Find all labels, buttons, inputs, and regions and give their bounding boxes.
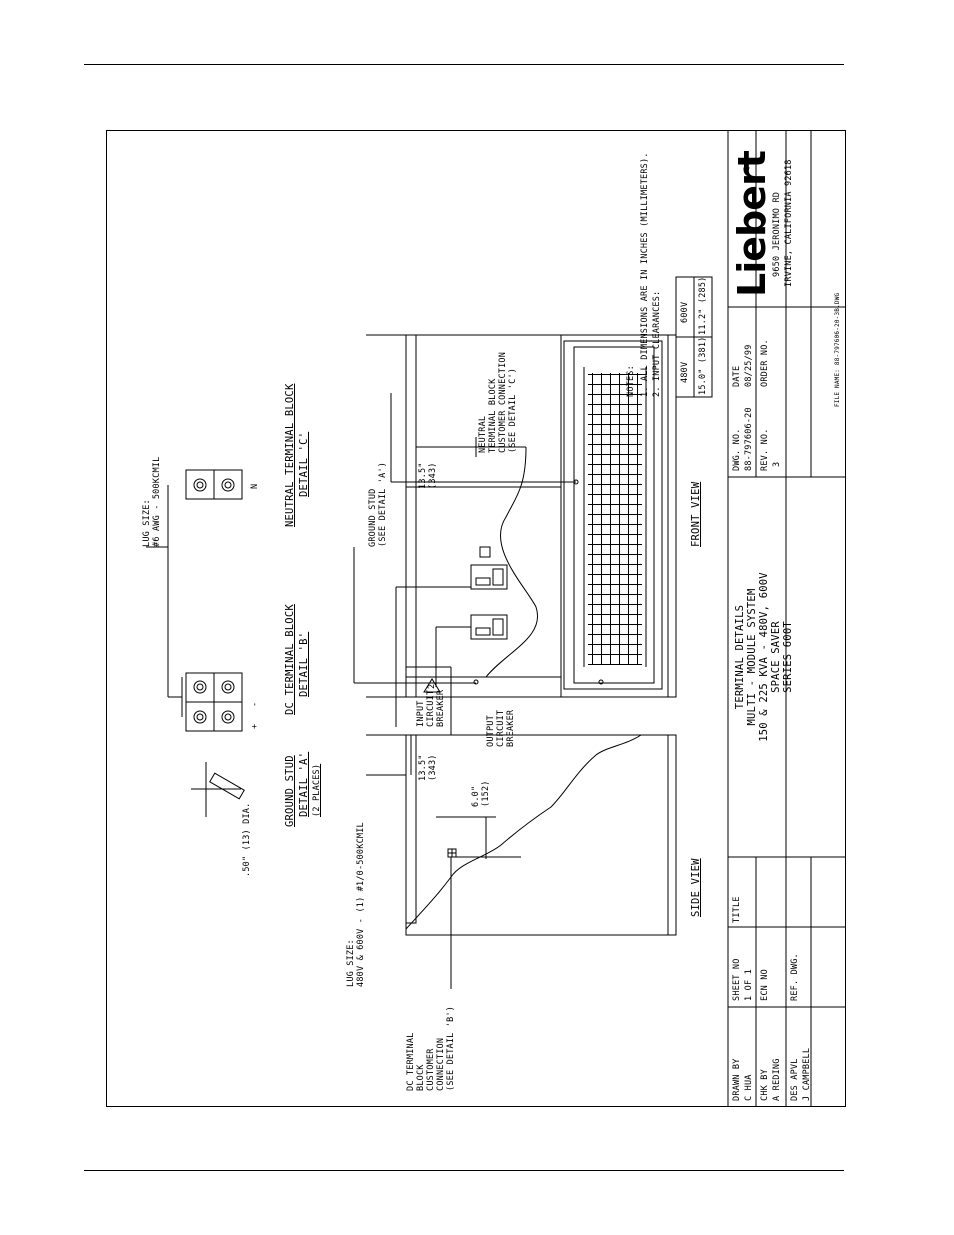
detail-c-sub: DETAIL 'C' xyxy=(298,431,310,497)
drawing-title: TERMINAL DETAILS MULTI - MODULE SYSTEM 1… xyxy=(734,572,794,742)
detail-a-sub: DETAIL 'A' xyxy=(298,751,310,817)
grille-bar xyxy=(588,444,642,445)
stud-dia-label: .50" (13) DIA. xyxy=(242,802,252,877)
grille-bar xyxy=(588,544,642,545)
ref-dwg-label: REF. DWG. xyxy=(790,953,800,1001)
grille-bar xyxy=(588,654,642,655)
address-line-2: IRVINE, CALIFORNIA 92618 xyxy=(784,159,794,287)
grille-bar xyxy=(588,564,642,565)
date-label: DATE xyxy=(732,365,742,387)
dim-13-5-front: 13.5" (343) xyxy=(418,462,438,489)
grille-bar xyxy=(588,404,642,405)
detail-c-title: NEUTRAL TERMINAL BLOCK xyxy=(284,383,296,527)
grille-bar xyxy=(588,474,642,475)
date-value: 08/25/99 xyxy=(744,344,754,387)
drawing-geometry xyxy=(146,130,846,1107)
lug-size-main-callout: LUG SIZE: 480V & 600V - (1) #1/0-500KCMI… xyxy=(346,822,366,987)
grille-bar xyxy=(601,373,602,665)
grille-bar xyxy=(592,373,593,665)
grille-bar xyxy=(588,574,642,575)
grille-bar xyxy=(588,664,642,665)
chk-by-label: CHK BY xyxy=(760,1069,770,1101)
address-line-1: 9650 JERONIMO RD xyxy=(772,191,782,277)
grille-bar xyxy=(588,424,642,425)
dim-6-0: 6.0" (152) xyxy=(471,780,491,807)
ecn-no-label: ECN NO xyxy=(760,969,770,1001)
note-1: 1. ALL DIMENSIONS ARE IN INCHES (MILLIME… xyxy=(640,152,650,397)
input-breaker-callout: INPUT CIRCUIT BREAKER xyxy=(416,689,446,727)
plus-mark: + xyxy=(250,723,260,729)
output-breaker-callout: OUTPUT CIRCUIT BREAKER xyxy=(486,709,516,747)
grille-bar xyxy=(610,373,611,665)
bottom-rule xyxy=(84,1170,844,1171)
detail-b-title: DC TERMINAL BLOCK xyxy=(284,604,296,715)
grille-bar xyxy=(588,644,642,645)
des-apvl-value: J CAMPBELL xyxy=(802,1047,812,1101)
clearance-600v-value: 11.2" (285) xyxy=(698,276,708,336)
grille-bar xyxy=(588,624,642,625)
grille-bar xyxy=(588,534,642,535)
des-apvl-label: DES APVL xyxy=(790,1058,800,1101)
detail-a-places: (2 PLACES) xyxy=(312,763,322,817)
grille-bar xyxy=(588,594,642,595)
neutral-callout: NEUTRAL TERMINAL BLOCK CUSTOMER CONNECTI… xyxy=(478,351,518,453)
grille-bar xyxy=(588,464,642,465)
detail-a-title: GROUND STUD xyxy=(284,755,296,827)
drawn-by-value: C HUA xyxy=(744,1074,754,1101)
dc-block-callout: DC TERMINAL BLOCK CUSTOMER CONNECTION (S… xyxy=(406,1005,456,1091)
grille-bar xyxy=(588,484,642,485)
front-view-label: FRONT VIEW xyxy=(690,481,702,547)
neutral-mark: N xyxy=(250,483,260,489)
rev-no-value: 3 xyxy=(772,461,782,467)
grille-bar xyxy=(588,554,642,555)
grille-bar xyxy=(588,414,642,415)
dwg-no-value: 88-797606-20 xyxy=(744,407,754,471)
file-name: FILE NAME: 88-797606-20-3B.DWG xyxy=(834,292,841,407)
terminal-details-drawing: SIDE VIEW FRONT VIEW DC TERMINAL BLOCK C… xyxy=(106,130,846,1107)
title-label: TITLE xyxy=(732,896,742,923)
delta-note: 2 xyxy=(427,683,437,689)
side-view-label: SIDE VIEW xyxy=(690,858,702,917)
grille-bar xyxy=(588,494,642,495)
grille-bar xyxy=(619,373,620,665)
liebert-logo: Liebert xyxy=(730,151,774,297)
drawn-by-label: DRAWN BY xyxy=(732,1058,742,1101)
clearance-480v-value: 15.0" (381) xyxy=(698,336,708,396)
grille-bar xyxy=(588,584,642,585)
dwg-no-label: DWG. NO. xyxy=(732,428,742,471)
rev-no-label: REV. NO. xyxy=(760,428,770,471)
detail-b-sub: DETAIL 'B' xyxy=(298,631,310,697)
grille-bar xyxy=(628,373,629,665)
grille-bar xyxy=(588,604,642,605)
grille-bar xyxy=(588,504,642,505)
order-no-label: ORDER NO. xyxy=(760,339,770,387)
sheet-no-value: 1 OF 1 xyxy=(744,969,754,1001)
lug-size-detail-callout: LUG SIZE: #6 AWG - 500KCMIL xyxy=(142,456,162,547)
grille-bar xyxy=(588,434,642,435)
grille-bar xyxy=(588,454,642,455)
grille-bar xyxy=(588,614,642,615)
clearance-header-600v: 600V xyxy=(680,301,690,323)
grille-bar xyxy=(588,634,642,635)
minus-mark: - xyxy=(250,701,260,707)
top-rule xyxy=(84,64,844,65)
notes-heading: NOTES: xyxy=(626,365,636,397)
grille-bar xyxy=(588,514,642,515)
sheet-no-label: SHEET NO xyxy=(732,958,742,1001)
clearance-header-480v: 480V xyxy=(680,361,690,383)
grille-bar xyxy=(588,524,642,525)
ground-stud-callout: GROUND STUD (SEE DETAIL 'A') xyxy=(368,461,388,547)
front-grille xyxy=(588,373,642,665)
note-2: 2. INPUT CLEARANCES: xyxy=(652,290,662,397)
grille-bar xyxy=(637,373,638,665)
chk-by-value: A REDING xyxy=(772,1058,782,1101)
dim-13-5-side: 13.5" (343) xyxy=(418,754,438,781)
